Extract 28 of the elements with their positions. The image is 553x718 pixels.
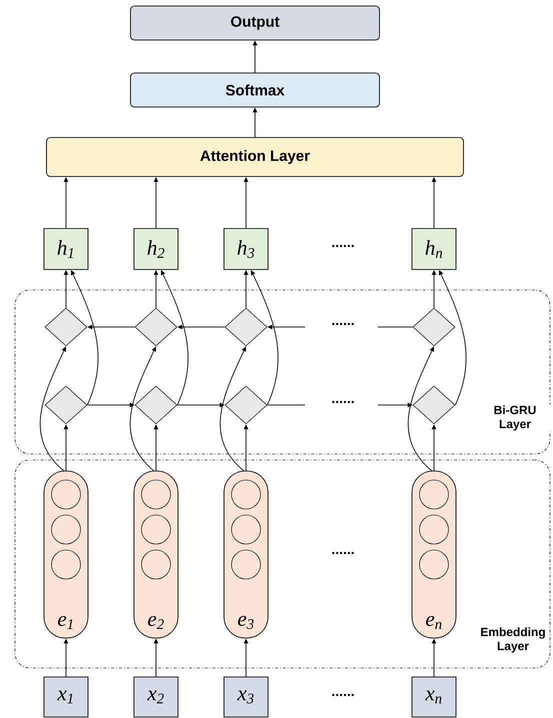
input-box: x$_{2}$ [134,676,178,718]
gru-diamond [412,386,456,424]
embedding-capsule: e$_{n}$ [412,470,456,638]
layer-box: Output [130,6,380,40]
layer-box: Attention Layer [46,137,464,177]
gru-diamond [412,308,456,346]
hidden-state-box: h$_{1}$ [44,228,88,270]
hidden-state-box: h$_{n}$ [412,228,456,270]
gru-diamond [224,386,268,424]
gru-diamond [134,308,178,346]
layer-box: Softmax [130,72,380,108]
input-box: x$_{n}$ [412,676,456,718]
embedding-capsule: e$_{2}$ [134,470,178,638]
ellipsis: ...... [332,400,354,404]
gru-diamond [44,386,88,424]
ellipsis: ...... [332,322,354,326]
embedding-capsule: e$_{1}$ [44,470,88,638]
ellipsis: ...... [332,552,354,554]
input-box: x$_{3}$ [224,676,268,718]
gru-diamond [134,386,178,424]
input-box: x$_{1}$ [44,676,88,718]
ellipsis: ...... [332,244,354,248]
embedding-capsule: e$_{3}$ [224,470,268,638]
gru-diamond [224,308,268,346]
gru-diamond [44,308,88,346]
hidden-state-box: h$_{3}$ [224,228,268,270]
hidden-state-box: h$_{2}$ [134,228,178,270]
ellipsis: ...... [332,694,354,696]
